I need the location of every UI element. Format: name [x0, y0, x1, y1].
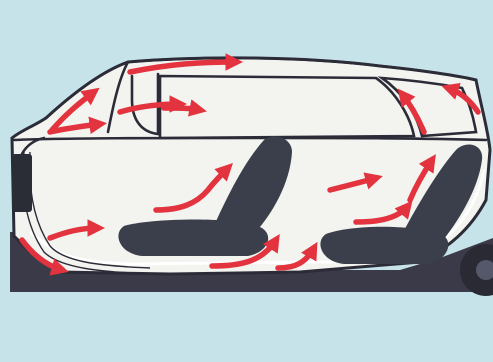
airflow-arrow — [164, 108, 200, 110]
air-intake-unit — [12, 154, 32, 212]
